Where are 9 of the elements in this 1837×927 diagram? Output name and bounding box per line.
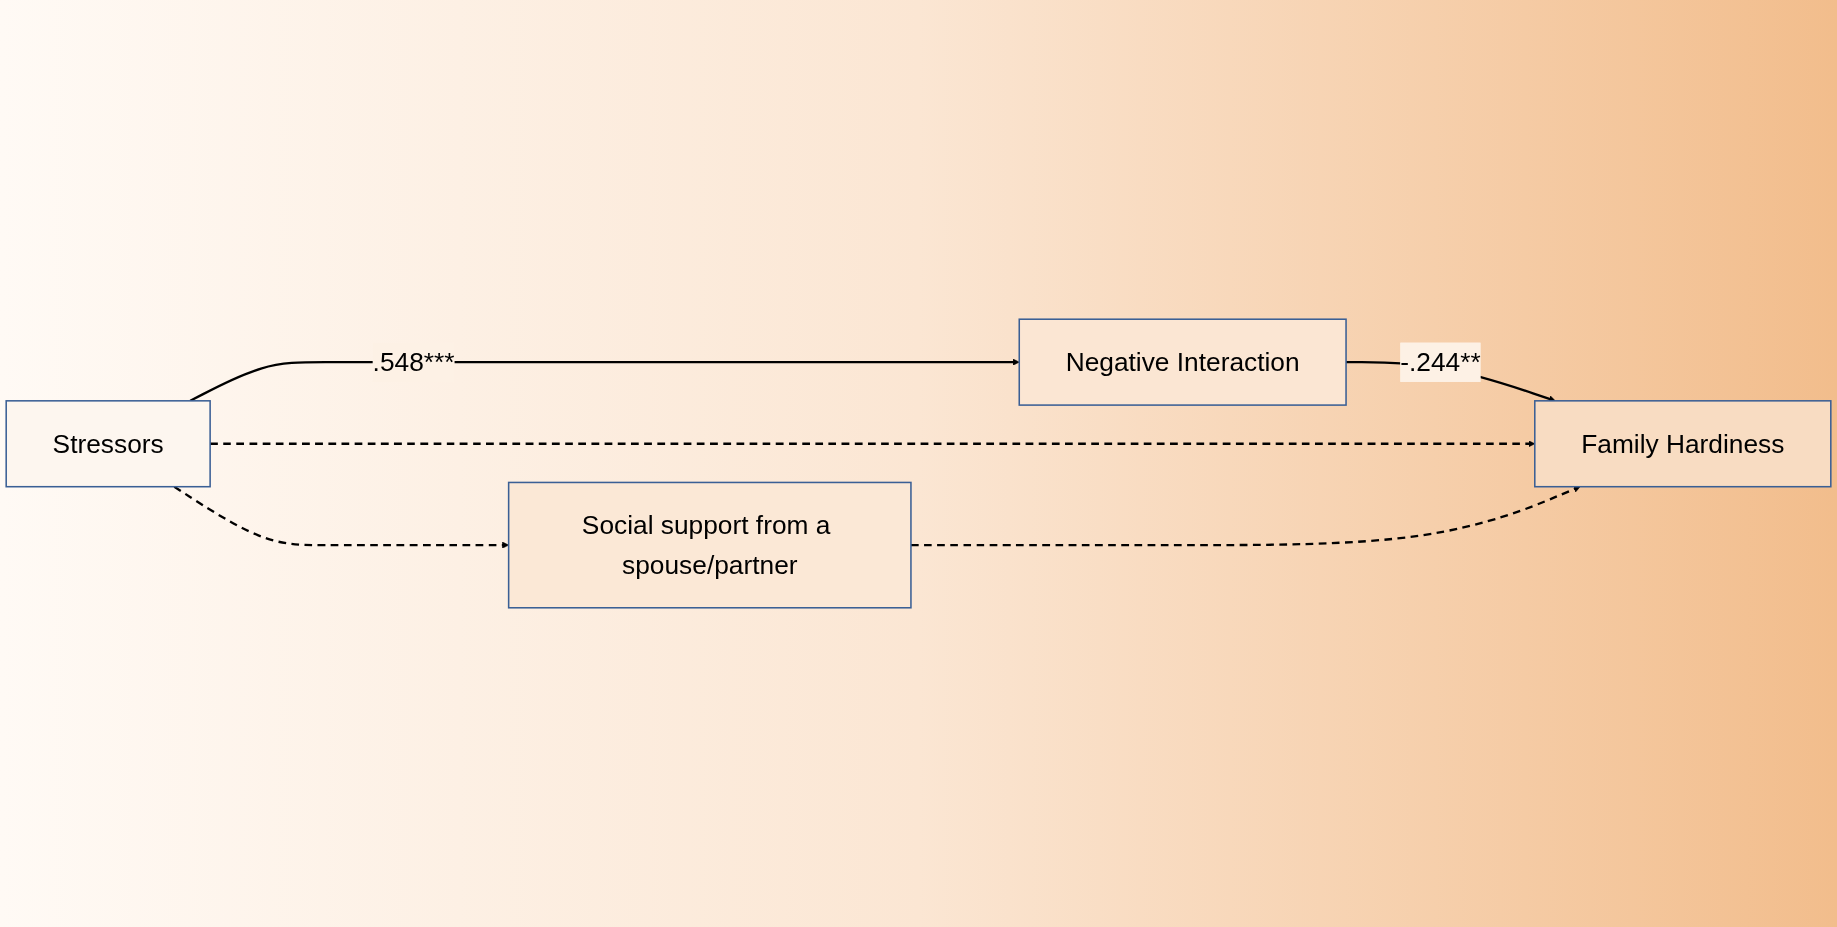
arrow [173, 485, 509, 549]
node-box: Stressors [5, 400, 211, 488]
node-box: Family Hardiness [1534, 400, 1832, 488]
edge-label: .548*** [372, 347, 455, 377]
node-box: Negative Interaction [1018, 318, 1347, 406]
edge-label: -.244** [1400, 347, 1481, 377]
arrow [910, 485, 1581, 547]
node-box: Social support from a spouse/partner [507, 481, 912, 609]
arrow [189, 358, 1020, 402]
